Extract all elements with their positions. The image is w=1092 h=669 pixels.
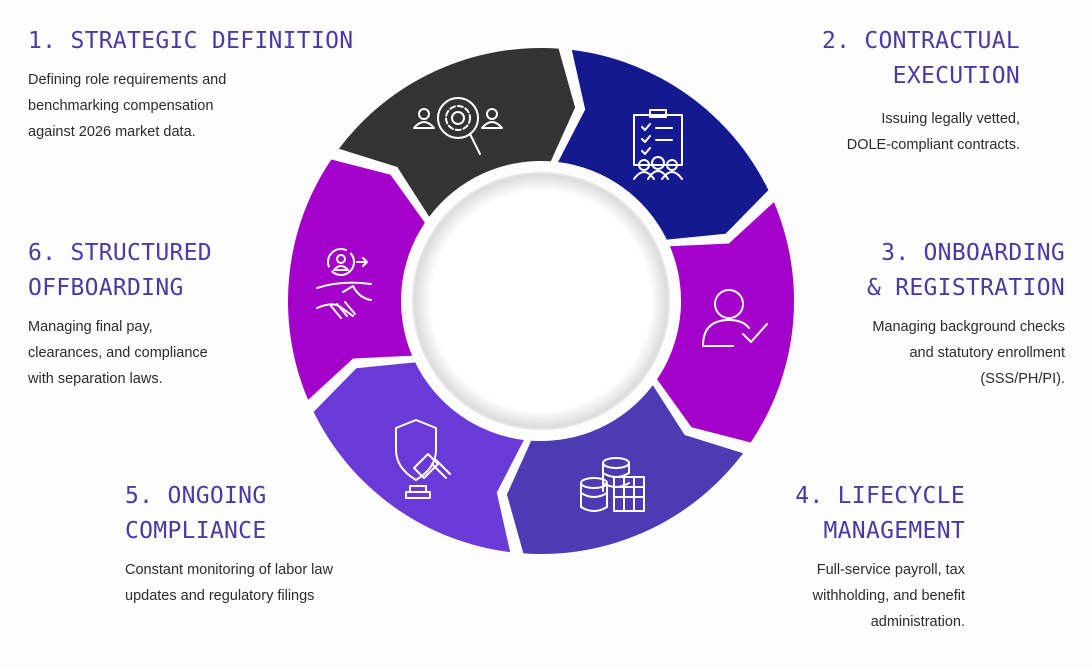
cycle-segment-3 <box>657 202 795 443</box>
step-1-strategic-definition: 1. STRATEGIC DEFINITION Defining role re… <box>28 24 353 145</box>
cycle-segment-2 <box>558 49 769 240</box>
cycle-segment-4 <box>506 385 744 555</box>
center-circle <box>412 172 670 430</box>
step-title: 3. ONBOARDING& REGISTRATION <box>866 240 1065 301</box>
coins-calculator-icon <box>580 457 645 512</box>
step-3-onboarding-registration: 3. ONBOARDING& REGISTRATION Managing bac… <box>867 236 1065 392</box>
step-title: 1. STRATEGIC DEFINITION <box>28 28 354 54</box>
step-description: Managing final pay,clearances, and compl… <box>28 319 208 387</box>
cycle-segment-6 <box>287 159 425 400</box>
shield-gavel-icon <box>395 419 451 499</box>
user-check-icon <box>702 289 768 347</box>
clipboard-team-icon <box>633 109 683 180</box>
search-gear-people-icon <box>413 97 503 155</box>
handshake-exit-icon <box>316 248 372 319</box>
cycle-segment-5 <box>313 362 524 553</box>
step-description: Issuing legally vetted,DOLE-compliant co… <box>846 111 1020 153</box>
cycle-segment-1 <box>338 47 576 217</box>
